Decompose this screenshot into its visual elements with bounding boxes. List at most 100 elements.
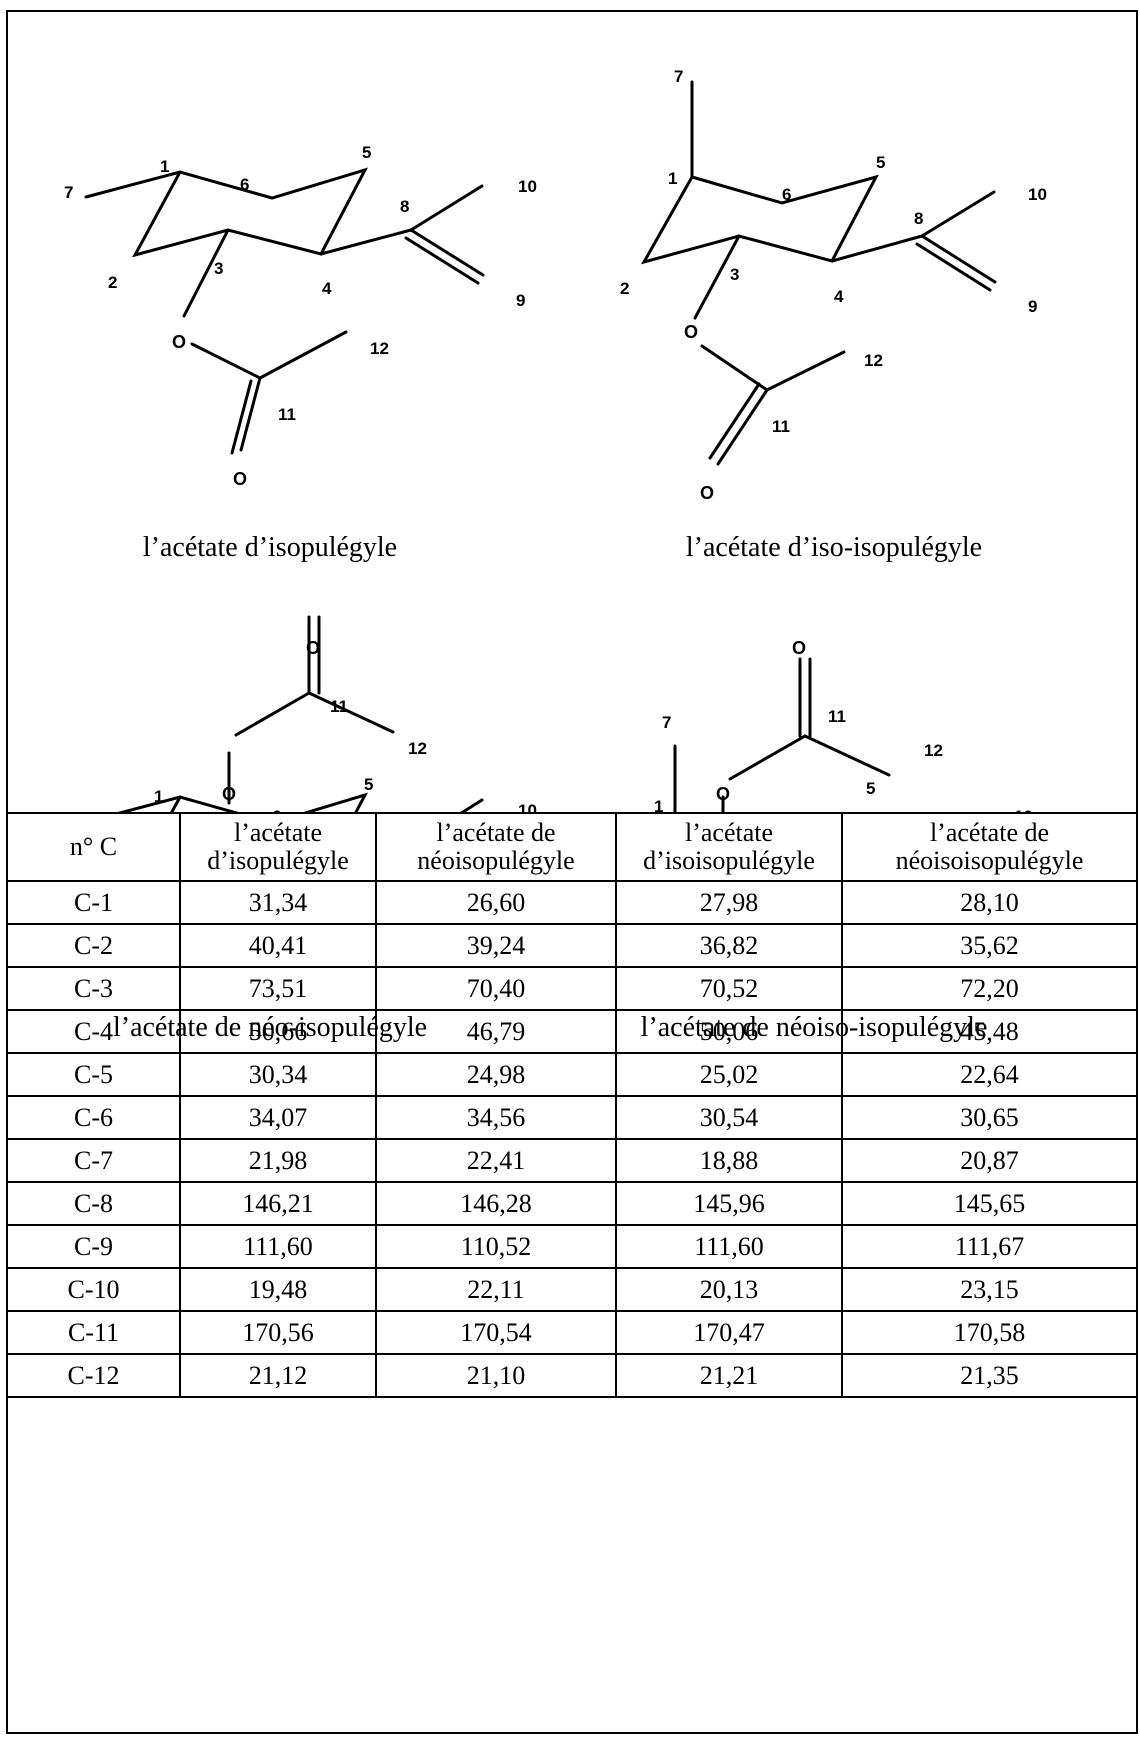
- oxygen-label: O: [306, 638, 320, 658]
- oxygen-label: O: [700, 483, 714, 503]
- shift-value-cell: 18,88: [615, 1138, 843, 1183]
- shift-value-cell: 111,60: [615, 1224, 843, 1269]
- shift-value-cell: 20,13: [615, 1267, 843, 1312]
- shift-value-cell: 111,60: [179, 1224, 377, 1269]
- carbon-number: 6: [782, 185, 791, 204]
- carbon-label-cell: C-8: [8, 1181, 181, 1226]
- shift-value-cell: 72,20: [841, 966, 1136, 1011]
- shift-value-cell: 170,54: [375, 1310, 617, 1355]
- shift-value-cell: 36,82: [615, 923, 843, 968]
- carbon-number: 4: [834, 287, 844, 306]
- shift-value-cell: 25,02: [615, 1052, 843, 1097]
- carbon-number: 9: [516, 291, 525, 310]
- shift-value-cell: 30,54: [615, 1095, 843, 1140]
- oxygen-label: O: [172, 332, 186, 352]
- carbon-number: 1: [654, 797, 663, 812]
- structure-name: l’acétate d’isopulégyle: [142, 532, 398, 563]
- shift-value-cell: 22,11: [375, 1267, 617, 1312]
- structure-neo-isopulegyl-acetate: [117, 615, 484, 812]
- carbon-number: 10: [518, 177, 537, 196]
- carbon-number: 1: [154, 787, 163, 806]
- shift-value-cell: 73,51: [179, 966, 377, 1011]
- shift-value-cell: 21,35: [841, 1353, 1136, 1398]
- shift-value-cell: 30,34: [179, 1052, 377, 1097]
- carbon-number: 6: [272, 807, 281, 812]
- shift-value-cell: 111,67: [841, 1224, 1136, 1269]
- carbon-number: 12: [924, 741, 943, 760]
- header-carbon-number: n° C: [8, 812, 181, 882]
- carbon-number: 2: [620, 279, 629, 298]
- structures-panel: O O O O O O O O 1 2 3 4 5 6 7 8 9: [8, 12, 1136, 1043]
- carbon-number: 9: [1028, 297, 1037, 316]
- structure-iso-isopulegyl-acetate: [640, 80, 997, 466]
- shift-value-cell: 24,98: [375, 1052, 617, 1097]
- carbon-label-cell: C-9: [8, 1224, 181, 1269]
- carbon-number: 5: [866, 779, 875, 798]
- carbon-number: 11: [278, 405, 296, 424]
- shift-value-cell: 170,47: [615, 1310, 843, 1355]
- carbon-label-cell: C-11: [8, 1310, 181, 1355]
- carbon-number: 6: [768, 809, 777, 812]
- oxygen-label: O: [233, 469, 247, 489]
- carbon-label-cell: C-5: [8, 1052, 181, 1097]
- shift-value-cell: 31,34: [179, 880, 377, 925]
- oxygen-label: O: [222, 784, 236, 804]
- shift-value-cell: 34,07: [179, 1095, 377, 1140]
- shift-value-cell: 170,58: [841, 1310, 1136, 1355]
- shift-value-cell: 28,10: [841, 880, 1136, 925]
- carbon-label-cell: C-1: [8, 880, 181, 925]
- carbon-number: 1: [668, 169, 677, 188]
- carbon-number: 3: [730, 265, 739, 284]
- carbon-number: 10: [1028, 185, 1047, 204]
- carbon-number: 5: [364, 775, 373, 794]
- structure-neoiso-isopulegyl-acetate: [673, 657, 891, 812]
- shift-value-cell: 34,56: [375, 1095, 617, 1140]
- shift-value-cell: 26,60: [375, 880, 617, 925]
- shift-value-cell: 110,52: [375, 1224, 617, 1269]
- structure-isopulegyl-acetate: [84, 167, 485, 455]
- carbon-number: 12: [370, 339, 389, 358]
- shift-value-cell: 21,12: [179, 1353, 377, 1398]
- shift-value-cell: 21,21: [615, 1353, 843, 1398]
- carbon-label-cell: C-6: [8, 1095, 181, 1140]
- carbon-label-cell: C-3: [8, 966, 181, 1011]
- carbon-number: 7: [674, 67, 683, 86]
- shift-value-cell: 27,98: [615, 880, 843, 925]
- oxygen-label: O: [716, 784, 730, 804]
- shift-value-cell: 35,62: [841, 923, 1136, 968]
- figure-frame: O O O O O O O O 1 2 3 4 5 6 7 8 9: [6, 10, 1138, 1734]
- shift-value-cell: 46,79: [375, 1009, 617, 1054]
- carbon-number: 12: [408, 739, 427, 758]
- oxygen-label: O: [684, 322, 698, 342]
- carbon-number: 11: [772, 417, 790, 436]
- oxygen-label: O: [792, 638, 806, 658]
- shift-value-cell: 30,65: [841, 1095, 1136, 1140]
- structure-name: l’acétate d’iso-isopulégyle: [685, 532, 983, 563]
- shift-value-cell: 146,21: [179, 1181, 377, 1226]
- shift-value-cell: 170,56: [179, 1310, 377, 1355]
- structures-drawing: O O O O O O O O 1 2 3 4 5 6 7 8 9: [64, 67, 1047, 812]
- shift-value-cell: 145,65: [841, 1181, 1136, 1226]
- shift-value-cell: 21,10: [375, 1353, 617, 1398]
- shift-value-cell: 21,98: [179, 1138, 377, 1183]
- carbon-number: 8: [400, 197, 409, 216]
- carbon-number: 5: [876, 153, 885, 172]
- shift-value-cell: 145,96: [615, 1181, 843, 1226]
- shift-value-cell: 70,40: [375, 966, 617, 1011]
- shift-value-cell: 50,66: [179, 1009, 377, 1054]
